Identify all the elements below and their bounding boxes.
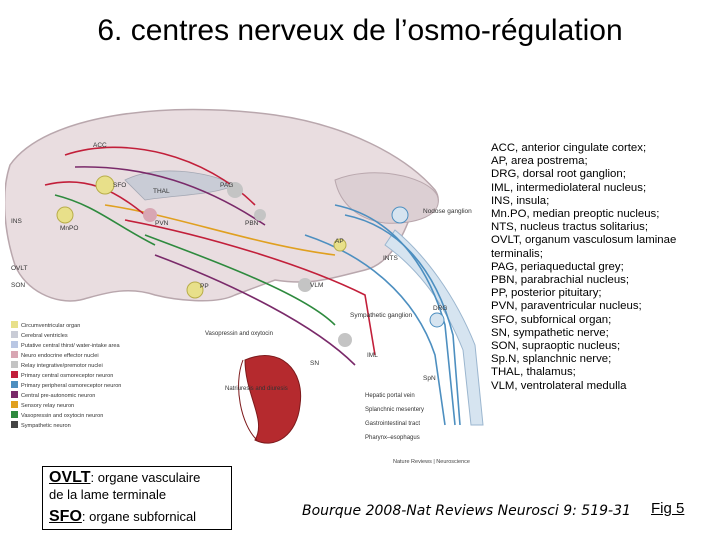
abbreviation-line: DRG, dorsal root ganglion; xyxy=(491,168,626,181)
abbreviation-line: ACC, anterior cingulate cortex; xyxy=(491,142,647,154)
abbreviation-line: PVN, paraventricular nucleus; xyxy=(491,300,642,313)
legend-swatch xyxy=(11,401,18,408)
label-ints: INTS xyxy=(383,255,398,262)
fig-label: Fig 5 xyxy=(651,500,685,517)
legend-swatch xyxy=(11,381,18,388)
label-drg: DRG xyxy=(433,305,447,312)
legend-swatch xyxy=(11,321,18,328)
label-vasopressin: Vasopressin and oxytocin xyxy=(205,331,273,337)
abbreviation-line: terminalis; xyxy=(491,247,543,260)
sfo-key: SFO xyxy=(49,508,82,525)
legend-label: Relay integrative/premotor nuclei xyxy=(21,363,103,369)
label-nodose-ganglion: Nodose ganglion xyxy=(423,208,472,215)
kidney xyxy=(244,355,302,444)
label-pag: PAG xyxy=(220,182,233,189)
abbreviation-line: SFO, subfornical organ; xyxy=(491,313,612,326)
legend-label: Sensory relay neuron xyxy=(21,403,74,409)
label-vlm: VLM xyxy=(310,282,323,289)
label-sn: SN xyxy=(310,360,319,367)
abbreviation-line: AP, area postrema; xyxy=(491,155,588,168)
label-natriuresis: Natriuresis and diuresis xyxy=(225,386,288,392)
label-pvn: PVN xyxy=(155,220,169,227)
label-splanchnic-mesentery: Splanchnic mesentery xyxy=(365,407,424,413)
sfo-text: : organe subfornical xyxy=(81,509,197,524)
abbreviation-list: ACC, anterior cingulate cortex;AP, area … xyxy=(491,142,716,393)
legend-label: Primary central osmoreceptor neuron xyxy=(21,373,113,379)
legend-label: Cerebral ventricles xyxy=(21,333,68,339)
label-sfo: SFO xyxy=(113,182,126,189)
label-acc: ACC xyxy=(93,142,107,149)
legend-swatch xyxy=(11,341,18,348)
label-sympathetic-ganglion: Sympathetic ganglion xyxy=(350,312,413,319)
label-gi-tract: Gastrointestinal tract xyxy=(365,421,420,427)
ovlt-text: : organe vasculaire xyxy=(90,470,201,485)
label-pharynx: Pharynx–esophagus xyxy=(365,435,420,441)
figure-credit: Nature Reviews | Neuroscience xyxy=(393,459,470,465)
legend-swatch xyxy=(11,361,18,368)
label-ovlt: OVLT xyxy=(11,265,28,272)
label-iml: IML xyxy=(367,352,378,359)
legend-label: Primary peripheral osmoreceptor neuron xyxy=(21,383,121,389)
legend-swatch xyxy=(11,331,18,338)
abbreviation-line: VLM, ventrolateral medulla xyxy=(491,379,627,392)
abbreviation-line: SON, supraoptic nucleus; xyxy=(491,340,621,353)
legend-label: Sympathetic neuron xyxy=(21,423,71,429)
label-hepatic-portal-vein: Hepatic portal vein xyxy=(365,393,415,399)
abbreviation-line: INS, insula; xyxy=(491,194,550,207)
abbreviation-line: SN, sympathetic nerve; xyxy=(491,326,609,339)
abbreviation-line: PP, posterior pituitary; xyxy=(491,287,602,300)
spinal-cord xyxy=(384,229,484,426)
label-mnpo: MnPO xyxy=(60,225,78,232)
nerve-fibers xyxy=(44,146,461,426)
nuclei xyxy=(56,175,445,347)
legend-label: Putative central thirst/ water-intake ar… xyxy=(21,343,120,349)
cerebellum xyxy=(334,172,439,224)
legend-label: Vasopressin and oxytocin neuron xyxy=(21,413,103,419)
legend-swatch xyxy=(11,421,18,428)
label-spn: SpN xyxy=(423,375,436,382)
label-pp: PP xyxy=(200,283,209,290)
label-ap: AP xyxy=(335,238,344,245)
legend-label: Central pre-autonomic neuron xyxy=(21,393,95,399)
citation: Bourque 2008-Nat Reviews Neurosci 9: 519… xyxy=(302,503,631,519)
label-son: SON xyxy=(11,282,25,289)
abbreviation-line: Sp.N, splanchnic nerve; xyxy=(491,353,612,366)
legend-swatch xyxy=(11,371,18,378)
abbreviation-line: Mn.PO, median preoptic nucleus; xyxy=(491,208,660,221)
label-ins: INS xyxy=(11,218,23,225)
label-thal: THAL xyxy=(153,188,170,195)
ovlt-text-2: de la lame terminale xyxy=(49,487,167,502)
legend-label: Neuro endocrine effector nuclei xyxy=(21,353,99,359)
abbreviation-line: OVLT, organum vasculosum laminae xyxy=(491,234,677,247)
ovlt-key: OVLT xyxy=(49,469,91,486)
osmoregulation-diagram: ACC SFO THAL PAG INS MnPO PVN PBN AP OVL… xyxy=(5,108,484,465)
legend-label: Circumventricular organ xyxy=(21,323,80,329)
abbreviation-line: THAL, thalamus; xyxy=(491,366,576,379)
abbreviation-line: PAG, periaqueductal grey; xyxy=(491,260,624,273)
brain-outline xyxy=(5,108,439,302)
label-pbn: PBN xyxy=(245,220,259,227)
page-title: 6. centres nerveux de l’osmo-régulation xyxy=(97,14,623,47)
legend-swatch xyxy=(11,351,18,358)
definition-box: OVLT: organe vasculaire de la lame termi… xyxy=(42,466,232,530)
abbreviation-line: IML, intermediolateral nucleus; xyxy=(491,181,647,194)
abbreviation-line: PBN, parabrachial nucleus; xyxy=(491,274,630,287)
legend-swatch xyxy=(11,391,18,398)
legend-swatch xyxy=(11,411,18,418)
abbreviation-line: NTS, nucleus tractus solitarius; xyxy=(491,221,648,234)
